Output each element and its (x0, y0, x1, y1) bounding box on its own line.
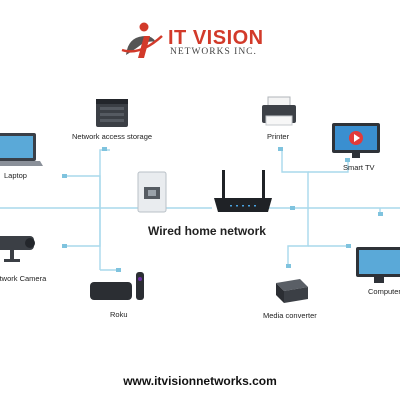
cable-lines (0, 149, 400, 271)
label-computer: Computer (368, 287, 400, 296)
brand-name: IT VISION (168, 27, 264, 49)
label-media-converter: Media converter (263, 311, 317, 320)
nas-icon (96, 99, 128, 127)
ethernet-wall-plate-icon (137, 171, 167, 213)
label-printer: Printer (267, 132, 290, 141)
router-icon (214, 170, 272, 212)
footer-url[interactable]: www.itvisionnetworks.com (123, 374, 277, 388)
computer-icon (356, 247, 400, 283)
label-nas: Network access storage (72, 132, 153, 141)
label-roku: Roku (110, 310, 128, 319)
cable-connectors (62, 147, 383, 272)
label-smart-tv: Smart TV (343, 163, 375, 172)
label-laptop: Laptop (4, 171, 27, 180)
laptop-icon (0, 133, 43, 166)
label-camera: Network Camera (0, 274, 47, 283)
smart-tv-icon (332, 123, 380, 158)
roku-icon (90, 272, 144, 300)
logo-icon (121, 22, 163, 58)
media-converter-icon (276, 279, 308, 303)
brand-subtitle: NETWORKS INC. (170, 47, 257, 57)
network-camera-icon (0, 236, 35, 262)
printer-icon (262, 96, 296, 126)
diagram-title: Wired home network (148, 224, 266, 238)
